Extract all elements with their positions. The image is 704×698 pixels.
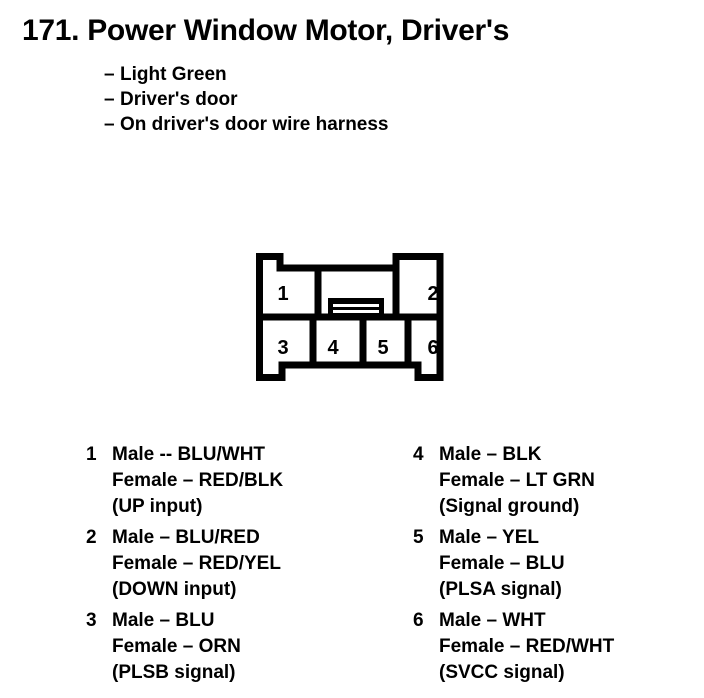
pin-legend-female: Female – ORN — [112, 636, 241, 657]
connector-pin-6: 6 — [427, 337, 439, 359]
pin-legend-female: Female – RED/WHT — [439, 636, 615, 657]
pin-legend-number: 2 — [86, 527, 97, 548]
connector-outline-icon — [256, 253, 444, 381]
spec-list: –Light Green –Driver's door –On driver's… — [104, 62, 564, 137]
pin-legend-female: Female – RED/YEL — [112, 553, 281, 574]
latch-tab-icon — [328, 298, 384, 317]
pin-legend-right-column: 4 Male – BLK Female – LT GRN (Signal gro… — [413, 442, 703, 691]
pin-legend-left-column: 1 Male -- BLU/WHT Female – RED/BLK (UP i… — [86, 442, 386, 691]
pin-legend-entry: 5 Male – YEL Female – BLU (PLSA signal) — [413, 525, 703, 603]
pin-legend-male: Male – BLU/RED — [112, 527, 260, 548]
pin-legend-number: 3 — [86, 610, 97, 631]
pin-legend-male: Male – BLU — [112, 610, 215, 631]
pin-legend-number: 4 — [413, 444, 424, 465]
connector-pin-2: 2 — [427, 283, 439, 305]
spec-item: –Driver's door — [104, 87, 564, 112]
pin-legend-male: Male – BLK — [439, 444, 542, 465]
pin-legend-entry: 2 Male – BLU/RED Female – RED/YEL (DOWN … — [86, 525, 386, 603]
pin-legend-number: 6 — [413, 610, 424, 631]
pin-legend-male: Male – YEL — [439, 527, 539, 548]
spec-item: –Light Green — [104, 62, 564, 87]
spec-item-label: Light Green — [120, 64, 227, 85]
pin-legend-female: Female – RED/BLK — [112, 470, 284, 491]
page-title: 171. Power Window Motor, Driver's — [22, 14, 510, 47]
connector-pin-5: 5 — [377, 337, 389, 359]
pin-legend-male: Male -- BLU/WHT — [112, 444, 266, 465]
connector-pin-3: 3 — [277, 337, 289, 359]
pin-legend-function: (DOWN input) — [112, 579, 237, 600]
pin-legend-female: Female – LT GRN — [439, 470, 595, 491]
pin-legend-male: Male – WHT — [439, 610, 546, 631]
connector-diagram: 1 2 3 4 5 6 — [250, 246, 464, 388]
pin-legend-function: (PLSB signal) — [112, 662, 236, 683]
pin-legend-entry: 6 Male – WHT Female – RED/WHT (SVCC sign… — [413, 608, 703, 686]
pin-legend-number: 5 — [413, 527, 424, 548]
spec-item-label: Driver's door — [120, 89, 238, 110]
pin-legend-entry: 3 Male – BLU Female – ORN (PLSB signal) — [86, 608, 386, 686]
pin-legend-entry: 4 Male – BLK Female – LT GRN (Signal gro… — [413, 442, 703, 520]
dash-bullet-icon: – — [104, 89, 115, 110]
pin-legend-function: (PLSA signal) — [439, 579, 562, 600]
connector-pin-4: 4 — [327, 337, 339, 359]
spec-item: –On driver's door wire harness — [104, 112, 564, 137]
pin-legend-number: 1 — [86, 444, 97, 465]
pin-legend-function: (UP input) — [112, 496, 203, 517]
pin-legend-function: (Signal ground) — [439, 496, 580, 517]
pin-legend-female: Female – BLU — [439, 553, 565, 574]
connector-pin-1: 1 — [277, 283, 289, 305]
pin-legend: 1 Male -- BLU/WHT Female – RED/BLK (UP i… — [0, 442, 704, 692]
pin-legend-function: (SVCC signal) — [439, 662, 565, 683]
dash-bullet-icon: – — [104, 114, 115, 135]
spec-item-label: On driver's door wire harness — [120, 114, 389, 135]
pin-legend-entry: 1 Male -- BLU/WHT Female – RED/BLK (UP i… — [86, 442, 386, 520]
dash-bullet-icon: – — [104, 64, 115, 85]
